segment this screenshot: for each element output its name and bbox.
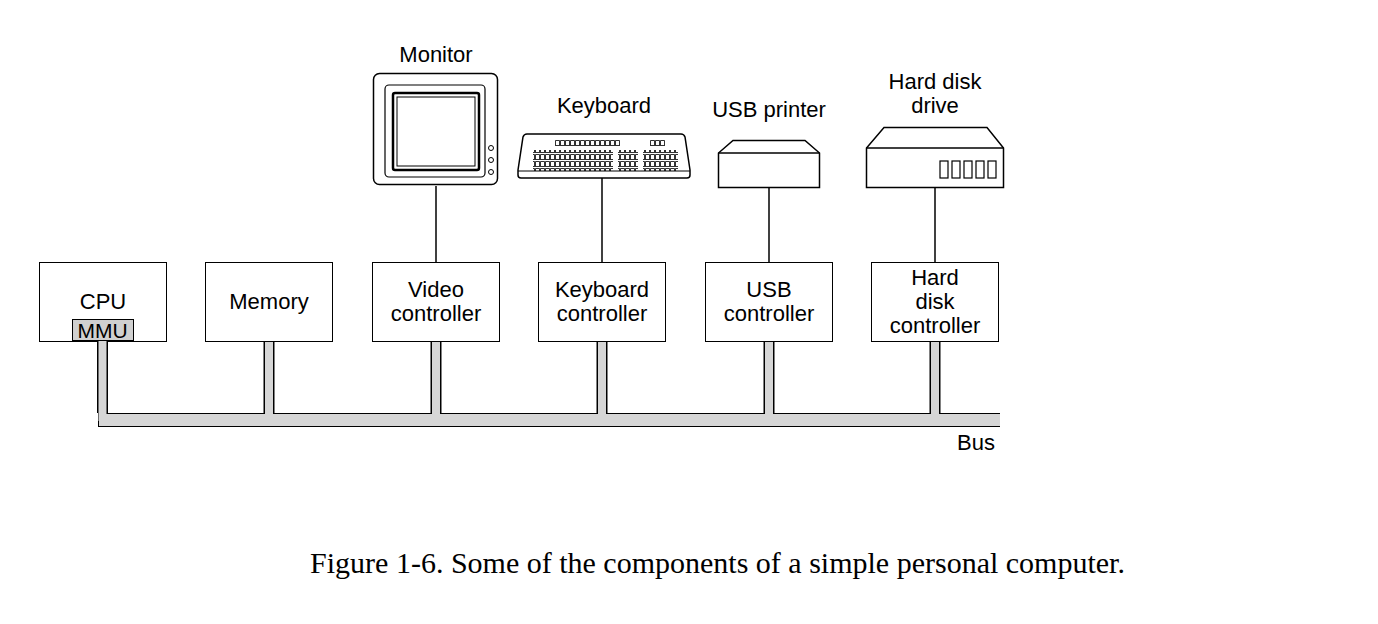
device-label: Hard disk drive — [885, 70, 985, 118]
disk-drive-light — [988, 161, 996, 178]
controller-box: Video controller — [372, 262, 500, 342]
monitor-bezel — [385, 85, 485, 177]
bus-connection — [602, 342, 603, 421]
mmu-box: MMU — [72, 319, 134, 341]
keyboard-keys — [650, 140, 665, 147]
cpu-box: CPU MMU — [39, 262, 167, 342]
monitor-screen — [393, 93, 479, 170]
printer-drawing — [719, 141, 820, 188]
bus-label: Bus — [957, 431, 995, 455]
monitor-knob — [489, 158, 494, 163]
bus-connection — [935, 342, 936, 421]
printer-edge — [719, 152, 820, 154]
box-label: CPU — [80, 290, 126, 314]
figure-caption: Figure 1-6. Some of the components of a … — [310, 546, 1125, 580]
box-label: MMU — [77, 321, 127, 340]
bus-stem-fill — [598, 342, 606, 421]
bus-stem-outline — [431, 342, 442, 413]
bus-stem-outline — [264, 342, 275, 413]
controller-box: USB controller — [705, 262, 833, 342]
bus-stem-fill — [432, 342, 440, 421]
printer-body — [719, 141, 820, 188]
box-label: USB controller — [724, 278, 814, 326]
bus-connection — [102, 341, 103, 421]
box-label: Hard disk controller — [890, 266, 980, 338]
cable-line — [934, 188, 936, 262]
box-label: Video controller — [391, 278, 481, 326]
bus-connection — [269, 342, 270, 421]
box-label: Memory — [229, 290, 308, 314]
device-label: Keyboard — [557, 94, 651, 118]
controller-box: Keyboard controller — [538, 262, 666, 342]
bus-stem-fill — [265, 342, 273, 421]
monitor-drawing — [374, 74, 498, 185]
monitor-device: Monitor — [373, 73, 499, 186]
keyboard-keys — [643, 150, 678, 171]
disk-drive-body — [867, 128, 1004, 188]
device-label: USB printer — [712, 98, 826, 122]
memory-box: Memory — [205, 262, 333, 342]
cable — [436, 186, 437, 262]
keyboard-keys — [533, 150, 613, 171]
keyboard-keys — [555, 140, 620, 147]
bus-connection — [436, 342, 437, 421]
monitor-screen-inner — [397, 97, 475, 166]
disk-drive-light — [964, 161, 972, 178]
cable-line — [601, 178, 603, 262]
cable — [769, 188, 770, 262]
keyboard-body — [518, 134, 690, 178]
keyboard-device: Keyboard — [518, 133, 690, 178]
bus-connection — [769, 342, 770, 421]
bus-stem-outline — [930, 342, 941, 413]
cable — [935, 188, 936, 262]
disk-drive-device: Hard disk drive — [866, 127, 1004, 188]
cable-line — [435, 186, 437, 262]
disk-drive-light — [940, 161, 948, 178]
disk-drive-light — [976, 161, 984, 178]
keyboard-keys — [618, 150, 638, 171]
controller-box: Hard disk controller — [871, 262, 999, 342]
keyboard-drawing — [518, 134, 690, 178]
bus-stem-outline — [597, 342, 608, 413]
disk-drive-light — [952, 161, 960, 178]
printer-device: USB printer — [718, 140, 820, 188]
device-label: Monitor — [399, 43, 472, 67]
bus-stem-outline — [97, 341, 108, 413]
disk-drive-edge — [867, 147, 1004, 149]
bus-stem-fill — [931, 342, 939, 421]
system-bus: Bus — [98, 413, 1001, 427]
disk-drive-drawing — [867, 128, 1004, 188]
box-label: Keyboard controller — [555, 278, 649, 326]
cable-line — [768, 188, 770, 262]
bus-stem-fill — [99, 341, 107, 421]
cable — [602, 178, 603, 262]
bus-stem-fill — [765, 342, 773, 421]
monitor-knob — [489, 146, 494, 151]
monitor-knob — [489, 170, 494, 175]
bus-stem-outline — [764, 342, 775, 413]
monitor-case — [374, 74, 498, 185]
